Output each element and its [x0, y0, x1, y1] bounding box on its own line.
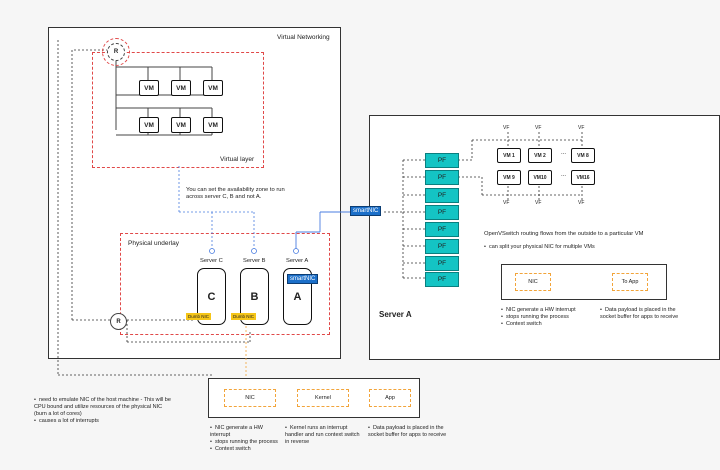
pf-box[interactable]: PF	[425, 205, 459, 220]
dumb-nic-tag: Dumb NIC	[186, 313, 212, 320]
server-a-notes-col2: Data payload is placed in the socket buf…	[600, 307, 690, 321]
server-a-nic-box[interactable]: NIC	[515, 273, 551, 291]
pf-box[interactable]: PF	[425, 272, 459, 287]
server-a-vm[interactable]: VM10	[528, 170, 552, 185]
left-notes: need to emulate NIC of the host machine …	[34, 397, 174, 425]
server-a-caption: Server A	[286, 258, 309, 264]
vf-label: VF	[535, 200, 542, 206]
vm-box[interactable]: VM	[203, 80, 223, 96]
pf-box[interactable]: PF	[425, 222, 459, 237]
server-a-smartnic[interactable]: smartNIC	[350, 206, 382, 216]
vf-label: VF	[578, 200, 585, 206]
bottom-notes-col1: NIC generate a HW interrupt stops runnin…	[210, 425, 280, 453]
note-item: stops running the process	[501, 314, 579, 321]
server-a-vm[interactable]: VM 9	[497, 170, 521, 185]
vm-box[interactable]: VM	[171, 80, 191, 96]
vf-label: VF	[503, 200, 510, 206]
pf-box[interactable]: PF	[425, 188, 459, 203]
vm-ellipsis: ...	[561, 150, 567, 156]
pf-box[interactable]: PF	[425, 153, 459, 168]
vm-box[interactable]: VM	[203, 117, 223, 133]
note-item: Data payload is placed in the socket buf…	[600, 307, 690, 321]
server-a-vm[interactable]: VM16	[571, 170, 595, 185]
server-a-title: Server A	[379, 310, 412, 319]
smartnic-tag: smartNIC	[287, 274, 319, 284]
server-a-vm[interactable]: VM 1	[497, 148, 521, 163]
note-item: can split your physical NIC for multiple…	[484, 244, 684, 251]
note-item: Context switch	[210, 446, 280, 453]
dumb-nic-tag: Dumb NIC	[231, 313, 257, 320]
server-a-vm[interactable]: VM 8	[571, 148, 595, 163]
note-item: Context switch	[501, 321, 579, 328]
server-a-vm[interactable]: VM 2	[528, 148, 552, 163]
server-a-toapp-box[interactable]: To App	[612, 273, 648, 291]
note-item: NIC generate a HW interrupt	[501, 307, 579, 314]
vf-label: VF	[535, 125, 542, 131]
router-dashed-ring	[102, 38, 130, 66]
note-item: NIC generate a HW interrupt	[210, 425, 280, 439]
split-note: can split your physical NIC for multiple…	[484, 244, 684, 251]
note-item: stops running the process	[210, 439, 280, 446]
note-item: Kernel runs an interrupt handler and run…	[285, 425, 365, 446]
pf-box[interactable]: PF	[425, 170, 459, 185]
vf-label: VF	[578, 125, 585, 131]
availability-note: You can set the availability zone to run…	[186, 187, 285, 200]
flow-kernel-box[interactable]: Kernel	[297, 389, 349, 407]
left-note-item: causes a lot of interrupts	[34, 418, 174, 425]
bottom-notes-col2: Kernel runs an interrupt handler and run…	[285, 425, 365, 446]
left-note-item: need to emulate NIC of the host machine …	[34, 397, 174, 418]
vm-ellipsis: ...	[561, 172, 567, 178]
server-b-caption: Server B	[243, 258, 266, 264]
flow-app-box[interactable]: App	[369, 389, 411, 407]
server-c-caption: Server C	[200, 258, 223, 264]
virtual-layer-label: Virtual layer	[220, 156, 255, 163]
virtual-layer-box	[92, 52, 264, 168]
virtual-networking-title: Virtual Networking	[277, 34, 330, 41]
server-a-notes-col1: NIC generate a HW interrupt stops runnin…	[501, 307, 579, 328]
pf-box[interactable]: PF	[425, 239, 459, 254]
vf-label: VF	[503, 125, 510, 131]
vm-box[interactable]: VM	[139, 117, 159, 133]
physical-underlay-box	[120, 233, 330, 335]
pf-box[interactable]: PF	[425, 256, 459, 271]
vm-box[interactable]: VM	[139, 80, 159, 96]
bottom-router[interactable]: R	[110, 313, 127, 330]
flow-nic-box[interactable]: NIC	[224, 389, 276, 407]
vm-box[interactable]: VM	[171, 117, 191, 133]
bottom-notes-col3: Data payload is placed in the socket buf…	[368, 425, 448, 439]
note-item: Data payload is placed in the socket buf…	[368, 425, 448, 439]
physical-underlay-label: Physical underlay	[128, 240, 179, 247]
ovs-note: OpenVSwitch routing flows from the outsi…	[484, 231, 644, 237]
